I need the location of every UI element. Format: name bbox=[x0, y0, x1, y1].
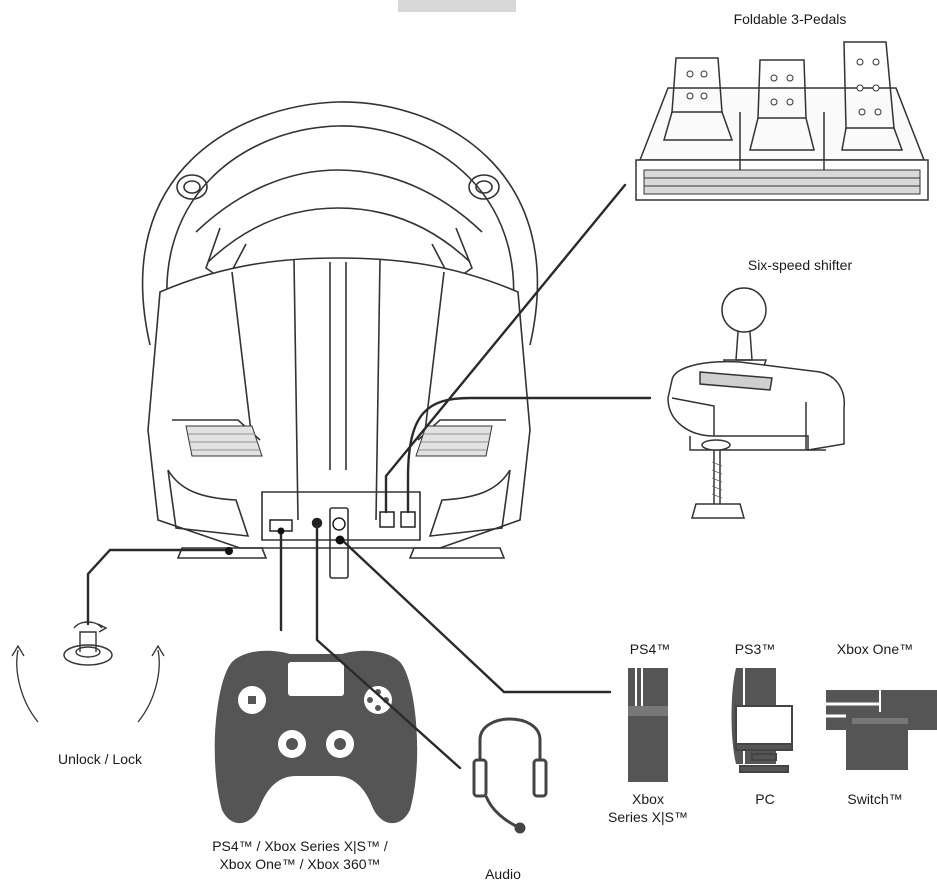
controller-label-line2: Xbox One™ / Xbox 360™ bbox=[219, 856, 381, 872]
usb-cable bbox=[340, 538, 612, 694]
audio-cable bbox=[315, 524, 462, 770]
xbox-series-label-line2: Series X|S™ bbox=[608, 809, 688, 825]
left-grille bbox=[185, 425, 263, 457]
ps3-label: PS3™ bbox=[734, 641, 776, 657]
connection-dots bbox=[225, 527, 345, 555]
controller-label-line1: PS4™ / Xbox Series X|S™ / bbox=[212, 838, 388, 854]
steering-wheel bbox=[141, 101, 539, 579]
pedal-port bbox=[379, 511, 395, 528]
top-tab bbox=[398, 0, 516, 12]
shifter-illustration bbox=[667, 287, 846, 519]
audio-label: Audio bbox=[485, 866, 521, 882]
gamepad-icon bbox=[214, 650, 418, 824]
shifter-port bbox=[400, 511, 416, 528]
ports bbox=[269, 511, 416, 532]
unlock-lock-label: Unlock / Lock bbox=[57, 751, 143, 767]
pedals-label: Foldable 3-Pedals bbox=[733, 11, 847, 27]
pedal-cable bbox=[384, 183, 627, 514]
headset-icon bbox=[472, 717, 548, 834]
switch-label: Switch™ bbox=[847, 791, 903, 807]
xbox-series-label-line1: Xbox bbox=[632, 791, 664, 807]
usb-cable-port bbox=[332, 517, 346, 531]
xbox-series-icon bbox=[628, 706, 668, 782]
shifter-label: Six-speed shifter bbox=[747, 257, 853, 273]
pc-icon bbox=[735, 705, 793, 773]
ps4-label: PS4™ bbox=[629, 641, 671, 657]
right-grille bbox=[415, 425, 493, 457]
rotate-arrows-icon bbox=[11, 644, 165, 723]
switch-icon bbox=[846, 712, 908, 770]
pc-label: PC bbox=[755, 791, 775, 807]
shifter-cable bbox=[406, 396, 652, 514]
xbox-series-label: Xbox Series X|S™ bbox=[588, 790, 708, 826]
xbox-one-label: Xbox One™ bbox=[836, 641, 914, 657]
lock-icon bbox=[63, 621, 113, 666]
controller-label: PS4™ / Xbox Series X|S™ / Xbox One™ / Xb… bbox=[150, 837, 450, 873]
pedal-base-grille bbox=[643, 169, 921, 195]
connection-lines bbox=[86, 183, 652, 770]
lock-line bbox=[86, 548, 231, 626]
shifter-knob bbox=[721, 287, 767, 333]
pedal-studs bbox=[686, 58, 882, 116]
